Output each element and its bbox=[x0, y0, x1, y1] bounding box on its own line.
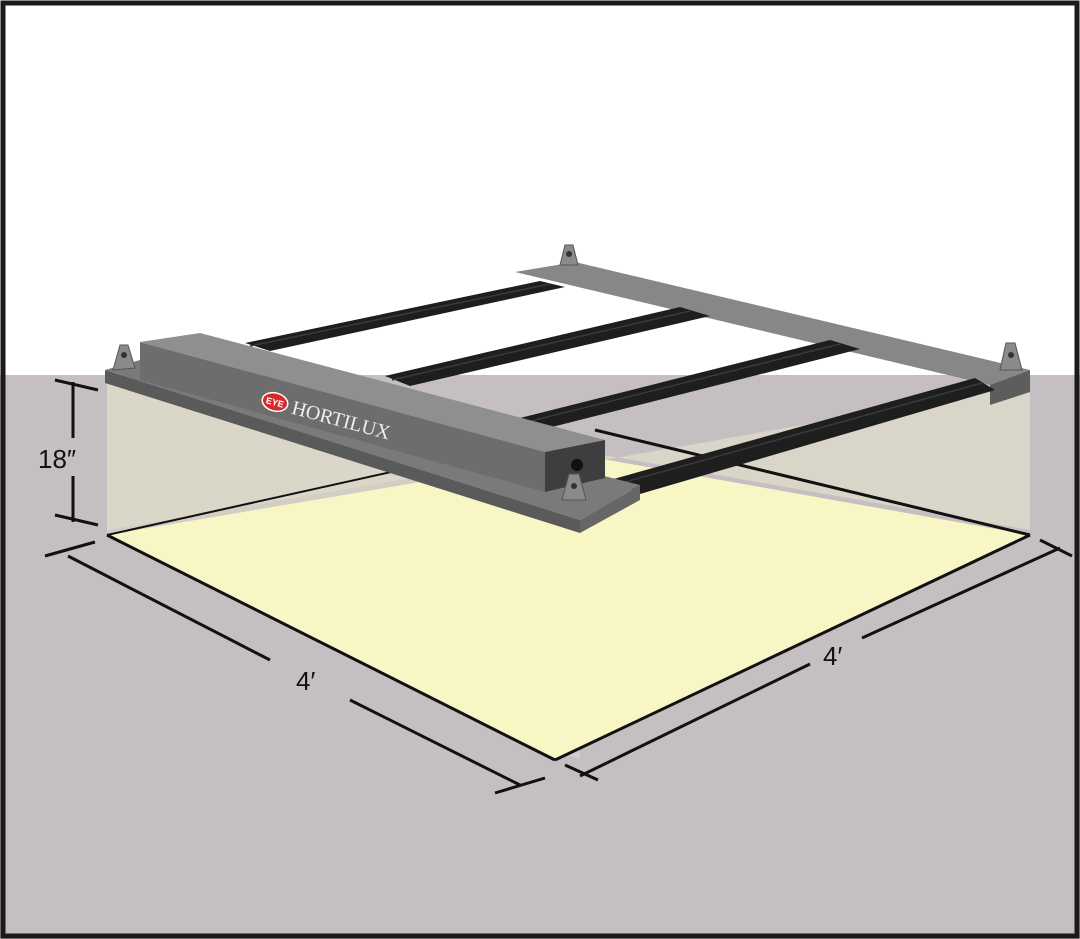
width-label-left: 4′ bbox=[296, 666, 315, 696]
fixture-driver-box-top bbox=[140, 333, 605, 452]
fixture-rear-rail-side bbox=[990, 370, 1030, 405]
fixture-front-base-end bbox=[580, 485, 640, 533]
light-bar-2 bbox=[385, 307, 710, 386]
footprint-edge-back-left bbox=[106, 469, 401, 536]
fixture-rear-rail bbox=[515, 262, 1030, 385]
footprint-edge-back bbox=[594, 428, 1031, 537]
light-bar-3 bbox=[520, 340, 860, 428]
width-label-right: 4′ bbox=[823, 641, 842, 671]
eye-logo-badge bbox=[261, 391, 289, 413]
light-bar-1 bbox=[245, 281, 565, 351]
sky-background bbox=[0, 0, 1080, 375]
fixture-driver-box-front bbox=[140, 342, 545, 492]
footprint-edge-right bbox=[554, 533, 1031, 762]
eye-logo-text: EYE bbox=[265, 395, 285, 409]
width-dimension-left: 4′ bbox=[44, 540, 546, 795]
height-dimension: 18″ bbox=[30, 378, 100, 527]
height-label: 18″ bbox=[38, 444, 76, 474]
width-dimension-right: 4′ bbox=[564, 538, 1073, 782]
light-bar-4 bbox=[610, 378, 995, 494]
fixture-front-base-side bbox=[105, 370, 580, 533]
power-knob bbox=[571, 459, 583, 471]
light-footprint bbox=[107, 455, 1030, 760]
footprint-edge-left bbox=[106, 533, 556, 762]
